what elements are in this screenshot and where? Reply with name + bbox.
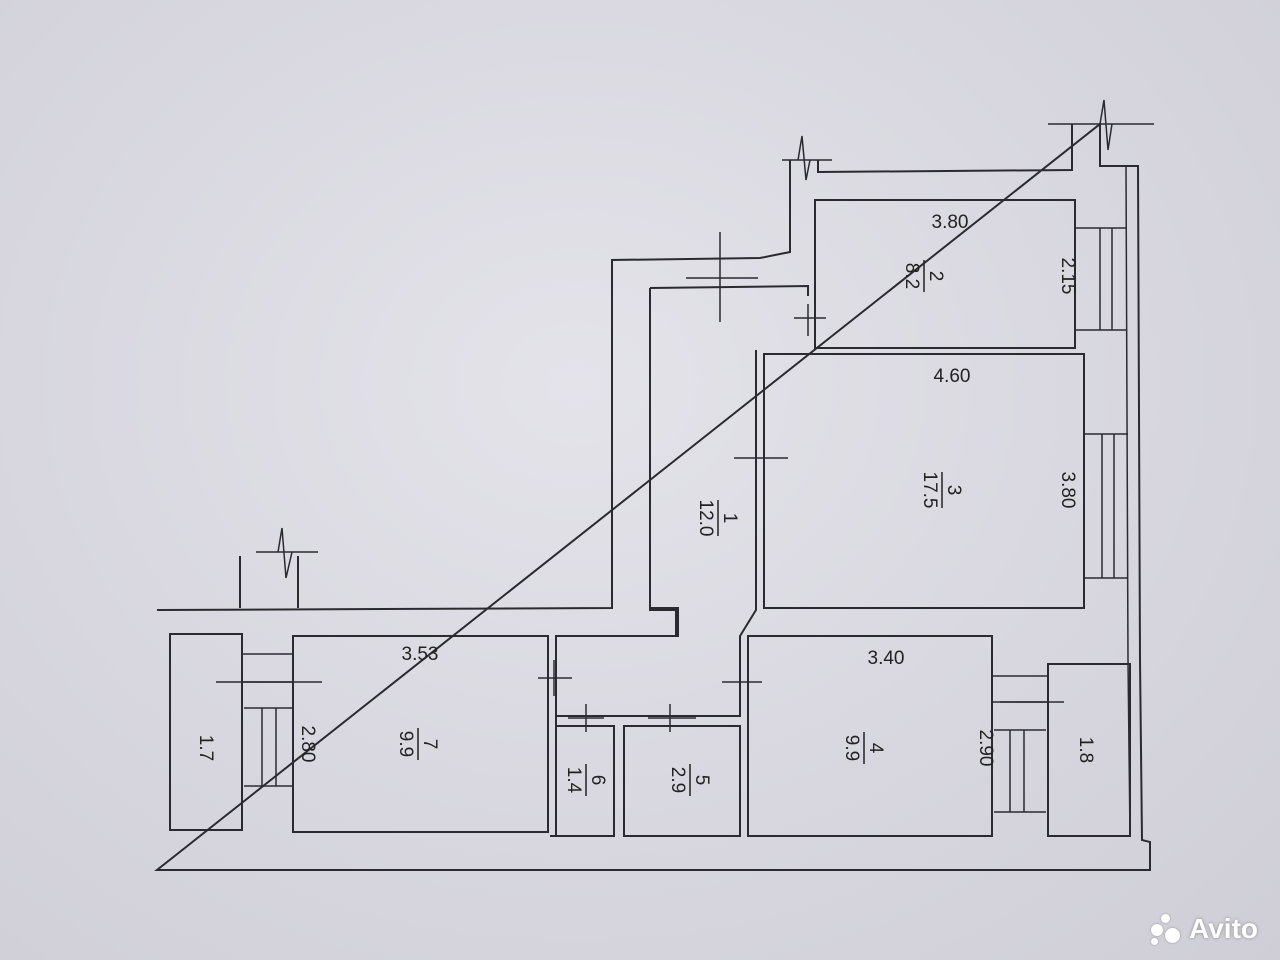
room-2-wall — [814, 199, 1076, 349]
svg-text:6: 6 — [587, 775, 608, 786]
svg-text:8.2: 8.2 — [901, 263, 922, 289]
room-1-label: 1 12.0 — [695, 500, 740, 537]
svg-text:9.9: 9.9 — [395, 731, 416, 757]
dim-room2-depth: 2.15 — [1057, 258, 1078, 295]
window-room-2 — [1075, 227, 1126, 331]
dim-room2-width: 3.80 — [932, 212, 969, 233]
window-room-4 — [992, 675, 1048, 813]
svg-text:3: 3 — [943, 485, 964, 496]
dim-room4-depth: 2.90 — [975, 730, 996, 767]
svg-text:1: 1 — [719, 513, 740, 524]
svg-text:17.5: 17.5 — [919, 472, 940, 509]
svg-text:12.0: 12.0 — [695, 500, 716, 537]
room-7-label: 7 9.9 — [395, 728, 440, 760]
dim-room3-depth: 3.80 — [1057, 472, 1078, 509]
left-balcony-area: 1.7 — [195, 735, 216, 761]
room-4-wall — [747, 635, 993, 837]
door-marks — [216, 232, 1064, 732]
outer-wall — [154, 121, 1151, 871]
svg-text:5: 5 — [691, 775, 712, 786]
dim-room3-width: 4.60 — [934, 366, 971, 387]
room-4-label: 4 9.9 — [841, 732, 886, 764]
svg-text:2.9: 2.9 — [667, 767, 688, 793]
svg-text:1.4: 1.4 — [563, 767, 584, 794]
room-6-wall — [555, 725, 615, 837]
window-room-7 — [242, 653, 294, 787]
outer-wall-inner — [239, 260, 677, 837]
room-3-label: 3 17.5 — [919, 472, 964, 509]
avito-watermark: Avito — [1149, 912, 1258, 946]
dim-room7-width: 3.53 — [402, 644, 439, 665]
break-symbols — [256, 99, 1154, 579]
room-2-label: 2 8.2 — [901, 260, 946, 292]
right-balcony-area: 1.8 — [1075, 737, 1096, 763]
window-room-3 — [1084, 433, 1128, 579]
room-7-wall — [292, 635, 549, 833]
room-5-wall — [623, 725, 741, 837]
dim-room4-width: 3.40 — [868, 648, 905, 669]
room-3-wall — [763, 353, 1085, 609]
avito-logo-icon — [1149, 912, 1183, 946]
svg-text:9.9: 9.9 — [841, 735, 862, 761]
svg-text:4: 4 — [865, 743, 886, 754]
svg-text:7: 7 — [419, 739, 440, 750]
right-balcony-wall — [1047, 663, 1131, 837]
room-5-label: 5 2.9 — [667, 764, 712, 796]
dim-room7-depth: 2.80 — [297, 726, 318, 763]
right-exterior-line — [1125, 165, 1131, 837]
avito-text: Avito — [1189, 913, 1258, 944]
left-balcony-wall — [169, 633, 243, 831]
corridor-wall — [555, 284, 809, 717]
svg-text:2: 2 — [925, 271, 946, 282]
room-6-label: 6 1.4 — [563, 764, 608, 796]
